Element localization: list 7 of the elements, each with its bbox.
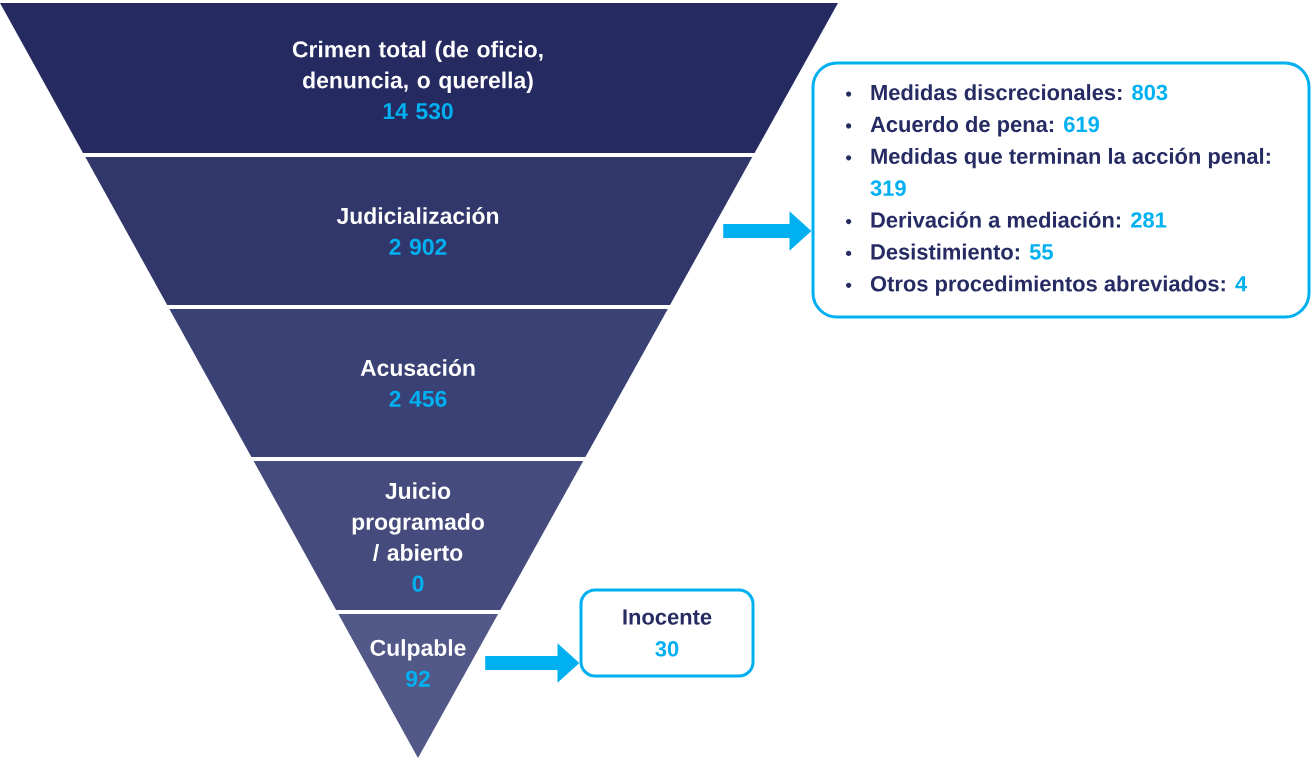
funnel-band: Juicio programado / abierto 0: [253, 461, 584, 610]
funnel-band: Judicialización 2 902: [85, 157, 753, 305]
list-box: Medidas discrecionales: 803 Acuerdo de pena: 619 Medidas que terminan la acción penal: 319 Derivación a mediación: 281 Desistimiento: 55 Otros procedimientos abreviados: 4: [811, 61, 1311, 319]
funnel-band: Acusación 2 456: [169, 309, 668, 457]
funnel-band: Culpable 92: [338, 614, 499, 758]
funnel-band: Crimen total (de oficio, denuncia, o querella) 14 530: [0, 3, 838, 153]
result-box: Inocente 30: [579, 588, 755, 678]
